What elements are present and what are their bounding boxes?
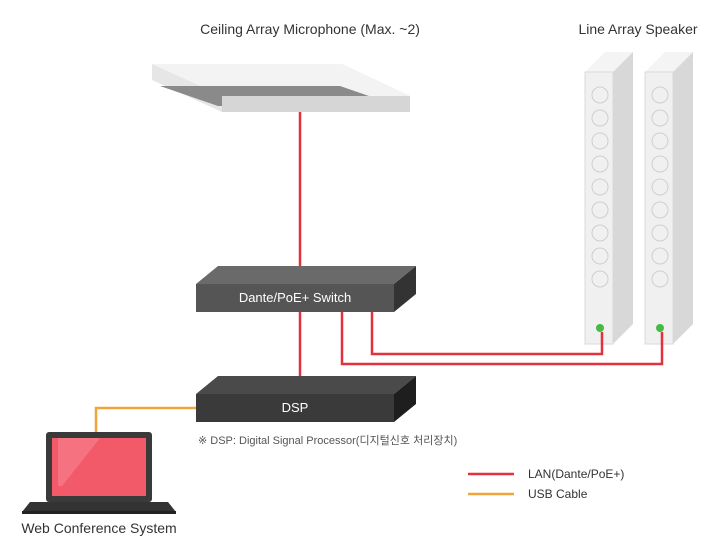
- dsp-device: [196, 376, 416, 422]
- laptop-icon: [22, 432, 176, 514]
- speaker-1-led-icon: [596, 324, 604, 332]
- speaker-label: Line Array Speaker: [578, 21, 698, 37]
- dsp-label: DSP: [281, 400, 309, 415]
- usb-connection: [94, 406, 196, 436]
- speaker-2-led-icon: [656, 324, 664, 332]
- microphone-label: Ceiling Array Microphone (Max. ~2): [200, 21, 420, 37]
- dsp-note: ※ DSP: Digital Signal Processor(디지털신호 처리…: [198, 435, 458, 447]
- legend-lan-label: LAN(Dante/PoE+): [528, 467, 625, 481]
- legend-usb-label: USB Cable: [528, 487, 588, 501]
- laptop-label: Web Conference System: [21, 520, 177, 536]
- line-array-speaker-1: [584, 52, 633, 345]
- poe-switch: [196, 266, 416, 312]
- ceiling-microphone: [152, 64, 410, 112]
- switch-label: Dante/PoE+ Switch: [238, 290, 352, 305]
- legend-usb: USB Cable: [528, 487, 587, 501]
- lan-connections: [298, 112, 664, 380]
- line-array-speaker-2: [644, 52, 693, 345]
- legend-lan: LAN(Dante/PoE+): [528, 467, 624, 481]
